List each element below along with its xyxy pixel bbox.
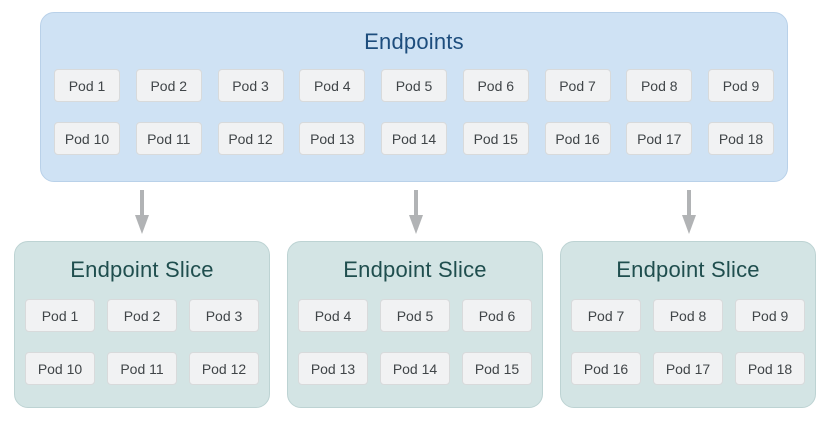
pod-chip: Pod 12 (217, 122, 284, 155)
endpoints-pod-grid: Pod 1 Pod 2 Pod 3 Pod 4 Pod 5 Pod 6 Pod 7 Pod 8… (54, 69, 774, 155)
pod-chip: Pod 9 (708, 69, 774, 102)
pod-row: Pod 10 Pod 11 Pod 12 Pod 13 Pod 14 Pod 15 Pod … (54, 122, 774, 155)
pod-chip: Pod 13 (298, 352, 368, 385)
pod-chip: Pod 8 (626, 69, 693, 102)
pod-chip: Pod 6 (462, 299, 532, 332)
pod-chip: Pod 10 (25, 352, 95, 385)
pod-chip: Pod 8 (653, 299, 723, 332)
pod-chip: Pod 15 (462, 352, 532, 385)
pod-row: Pod 7 Pod 8 Pod 9 (571, 299, 805, 332)
slice-pod-grid: Pod 7 Pod 8 Pod 9 Pod 16 Pod 17 Pod 18 (571, 299, 805, 385)
endpoint-slice-title: Endpoint Slice (616, 257, 760, 282)
down-arrow-icon (134, 190, 150, 234)
pod-row: Pod 1 Pod 2 Pod 3 (25, 299, 259, 332)
pod-chip: Pod 16 (571, 352, 641, 385)
pod-chip: Pod 4 (299, 69, 366, 102)
pod-row: Pod 1 Pod 2 Pod 3 Pod 4 Pod 5 Pod 6 Pod 7 Pod 8… (54, 69, 774, 102)
pod-chip: Pod 5 (380, 299, 450, 332)
down-arrow-icon (681, 190, 697, 234)
pod-chip: Pod 7 (544, 69, 611, 102)
pod-chip: Pod 14 (381, 122, 447, 155)
pod-row: Pod 13 Pod 14 Pod 15 (298, 352, 532, 385)
pod-row: Pod 4 Pod 5 Pod 6 (298, 299, 532, 332)
pod-chip: Pod 6 (462, 69, 529, 102)
endpoint-slice-title: Endpoint Slice (343, 257, 487, 282)
pod-chip: Pod 1 (25, 299, 95, 332)
slice-pod-grid: Pod 4 Pod 5 Pod 6 Pod 13 Pod 14 Pod 15 (298, 299, 532, 385)
pod-chip: Pod 11 (107, 352, 177, 385)
pod-chip: Pod 2 (107, 299, 177, 332)
pod-chip: Pod 13 (299, 122, 366, 155)
endpoints-box: Endpoints Pod 1 Pod 2 Pod 3 Pod 4 Pod 5 Pod 6… (40, 12, 788, 182)
pod-chip: Pod 17 (626, 122, 693, 155)
pod-chip: Pod 16 (544, 122, 611, 155)
pod-chip: Pod 12 (189, 352, 259, 385)
pod-chip: Pod 3 (217, 69, 284, 102)
pod-chip: Pod 14 (380, 352, 450, 385)
pod-chip: Pod 2 (135, 69, 202, 102)
pod-chip: Pod 9 (735, 299, 805, 332)
pod-chip: Pod 4 (298, 299, 368, 332)
pod-chip: Pod 18 (735, 352, 805, 385)
endpoints-title: Endpoints (364, 29, 464, 54)
pod-chip: Pod 1 (54, 69, 120, 102)
endpoint-slice-title: Endpoint Slice (70, 257, 214, 282)
pod-chip: Pod 5 (381, 69, 447, 102)
pod-chip: Pod 7 (571, 299, 641, 332)
pod-chip: Pod 11 (135, 122, 202, 155)
pod-chip: Pod 10 (54, 122, 120, 155)
pod-chip: Pod 18 (708, 122, 774, 155)
down-arrow-icon (408, 190, 424, 234)
pod-chip: Pod 3 (189, 299, 259, 332)
pod-row: Pod 10 Pod 11 Pod 12 (25, 352, 259, 385)
pod-chip: Pod 17 (653, 352, 723, 385)
pod-row: Pod 16 Pod 17 Pod 18 (571, 352, 805, 385)
pod-chip: Pod 15 (462, 122, 529, 155)
slice-pod-grid: Pod 1 Pod 2 Pod 3 Pod 10 Pod 11 Pod 12 (25, 299, 259, 385)
